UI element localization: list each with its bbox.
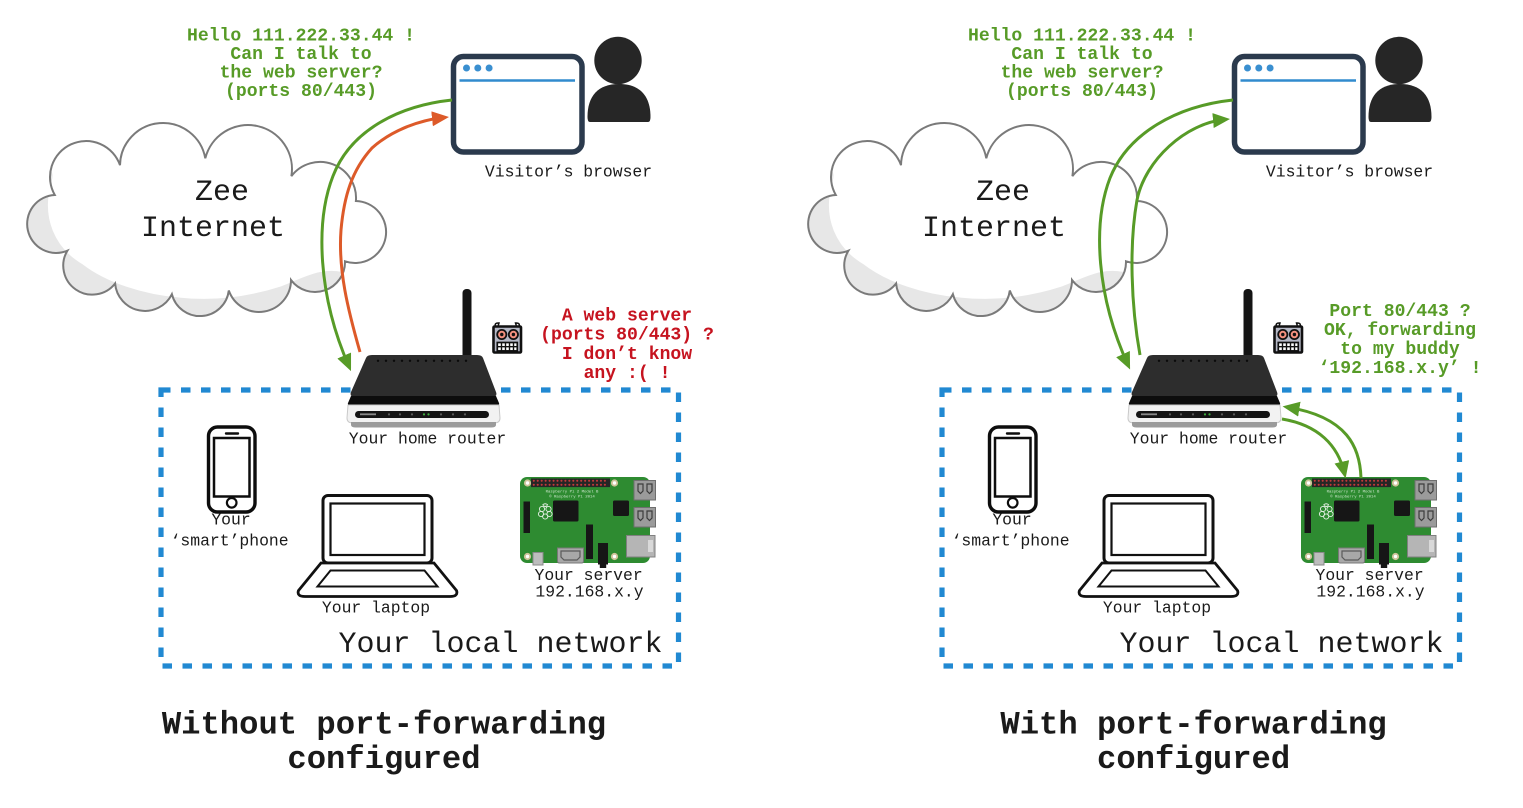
svg-text:to my buddy: to my buddy [1340, 340, 1460, 360]
svg-text:configured: configured [287, 741, 480, 778]
svg-text:(ports 80/443) ?: (ports 80/443) ? [540, 326, 714, 346]
svg-text:Hello 111.222.33.44 !: Hello 111.222.33.44 ! [968, 26, 1196, 46]
svg-text:(ports 80/443): (ports 80/443) [225, 82, 377, 102]
svg-text:A web server: A web server [562, 307, 692, 327]
svg-text:Can I talk to: Can I talk to [230, 45, 371, 65]
svg-text:(ports 80/443): (ports 80/443) [1006, 82, 1158, 102]
svg-text:Can I talk to: Can I talk to [1011, 45, 1152, 65]
svg-text:any :( !: any :( ! [584, 364, 671, 384]
svg-text:configured: configured [1097, 741, 1290, 778]
svg-text:I don’t know: I don’t know [562, 345, 692, 365]
svg-text:the web server?: the web server? [1001, 64, 1164, 84]
svg-text:OK, forwarding: OK, forwarding [1324, 321, 1476, 341]
svg-text:Hello 111.222.33.44 !: Hello 111.222.33.44 ! [187, 26, 415, 46]
svg-text:the web server?: the web server? [220, 64, 383, 84]
svg-text:Without port-forwarding: Without port-forwarding [162, 707, 606, 744]
svg-text:With port-forwarding: With port-forwarding [1000, 707, 1386, 744]
svg-text:‘192.168.x.y’ !: ‘192.168.x.y’ ! [1319, 359, 1482, 379]
svg-text:Port 80/443 ?: Port 80/443 ? [1329, 302, 1470, 322]
